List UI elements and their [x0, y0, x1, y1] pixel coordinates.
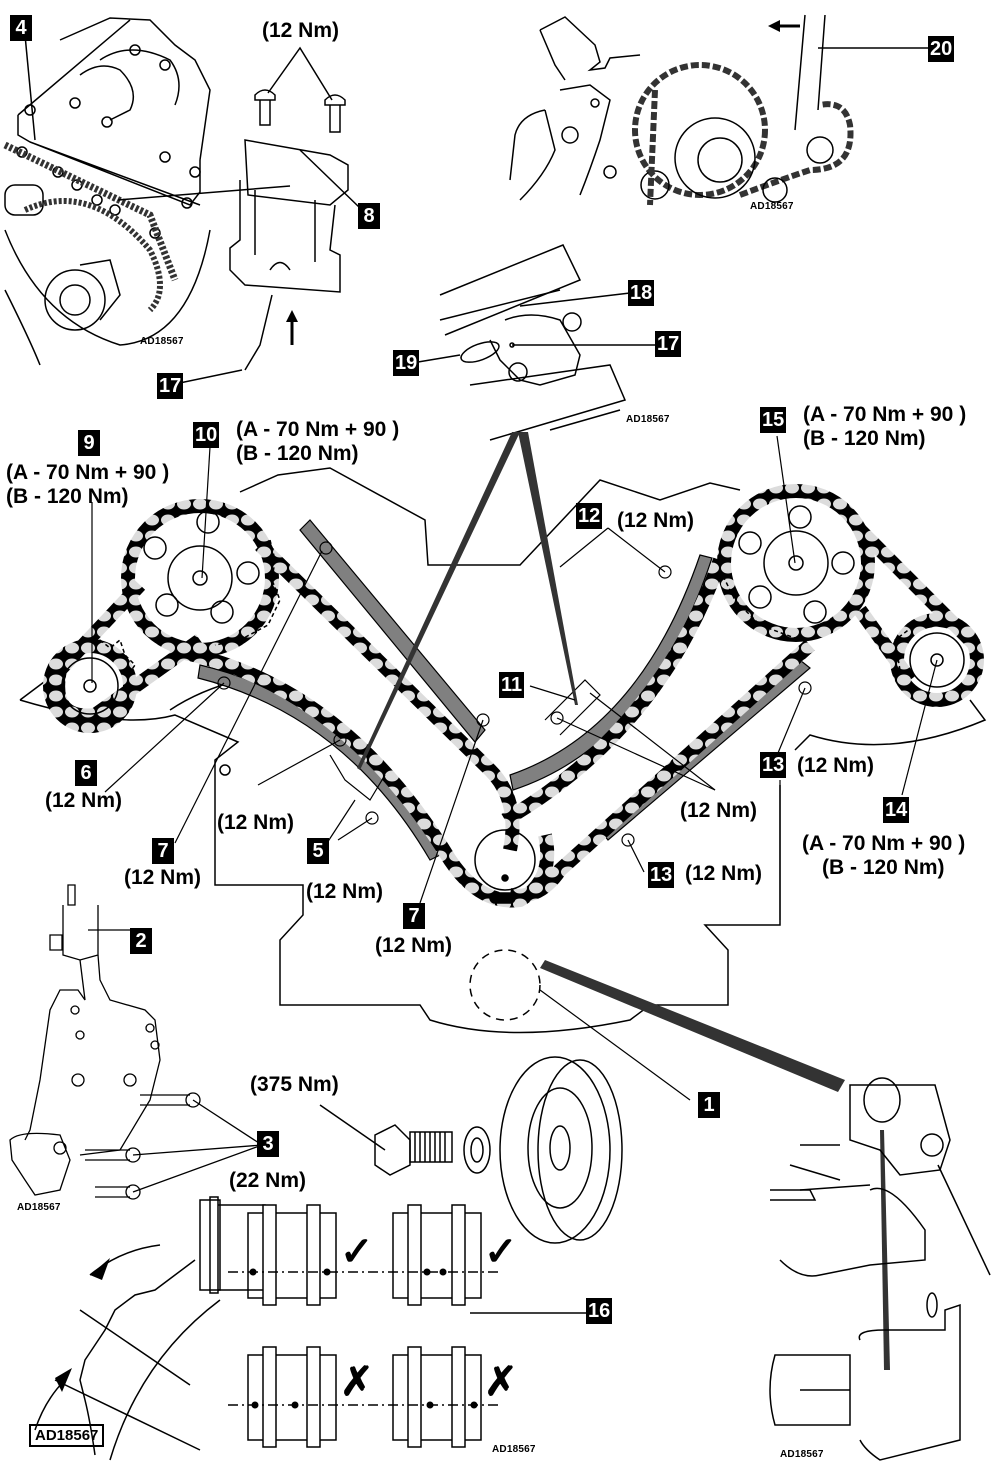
cross-icon: ✗ — [484, 1360, 518, 1404]
reference-code: AD18567 — [780, 1449, 824, 1460]
callout-6: 6 — [75, 760, 97, 786]
callout-17-pin: 17 — [655, 331, 682, 357]
callout-7-center: 7 — [403, 903, 425, 929]
torque-14-b: (B - 120 Nm) — [822, 856, 945, 879]
rotation-arrow-icon — [55, 1258, 110, 1392]
reference-code: AD18567 — [626, 414, 670, 425]
callout-14: 14 — [883, 797, 910, 823]
callout-18: 18 — [628, 280, 655, 306]
torque-9-b: (B - 120 Nm) — [6, 485, 129, 508]
torque-3: (22 Nm) — [229, 1169, 307, 1192]
torque-13-right: (12 Nm) — [797, 754, 875, 777]
up-arrow-icon — [286, 310, 298, 345]
left-arrow-icon — [768, 20, 800, 32]
torque-15-a: (A - 70 Nm + 90 ) — [803, 403, 967, 426]
callout-11: 11 — [499, 672, 525, 698]
callout-13-right: 13 — [760, 752, 787, 778]
torque-10-a: (A - 70 Nm + 90 ) — [236, 418, 400, 441]
callout-3: 3 — [257, 1131, 279, 1157]
callout-2: 2 — [130, 928, 152, 954]
figure-reference-box: AD18567 — [29, 1424, 105, 1447]
torque-crank-bolt: (375 Nm) — [250, 1073, 339, 1096]
reference-code: AD18567 — [492, 1444, 536, 1455]
torque-6: (12 Nm) — [45, 789, 123, 812]
sprockets — [61, 505, 965, 904]
bolt-heads — [217, 541, 812, 847]
cross-icon: ✗ — [340, 1360, 374, 1404]
checkmark-icon: ✓ — [340, 1230, 374, 1274]
torque-5-lower: (12 Nm) — [306, 880, 384, 903]
reference-code: AD18567 — [750, 201, 794, 212]
callout-19: 19 — [393, 350, 420, 376]
inset-tensioner-pin — [417, 244, 655, 441]
torque-10-b: (B - 120 Nm) — [236, 442, 359, 465]
torque-13-lower: (12 Nm) — [685, 862, 763, 885]
timing-chains — [43, 484, 984, 908]
cam-sensor-detail — [769, 1077, 991, 1461]
alignment-dots — [249, 1268, 478, 1409]
callout-9: 9 — [78, 430, 100, 456]
reference-code: AD18567 — [140, 336, 184, 347]
callout-20: 20 — [928, 36, 955, 62]
torque-9-a: (A - 70 Nm + 90 ) — [6, 461, 170, 484]
detail-pointers — [357, 432, 890, 1370]
inset-camshaft-locking — [509, 14, 854, 206]
callout-7-left: 7 — [152, 838, 174, 864]
torque-11: (12 Nm) — [680, 799, 758, 822]
torque-7-left: (12 Nm) — [124, 866, 202, 889]
callout-4: 4 — [10, 15, 32, 41]
callout-1: 1 — [698, 1092, 720, 1118]
torque-5-upper: (12 Nm) — [217, 811, 295, 834]
callout-5: 5 — [307, 838, 329, 864]
callout-12: 12 — [576, 503, 603, 529]
callout-8: 8 — [358, 203, 380, 229]
callout-16: 16 — [586, 1298, 613, 1324]
leader-lines — [91, 435, 938, 1101]
crankshaft-pulley-detail — [319, 1056, 623, 1244]
torque-7-center: (12 Nm) — [375, 934, 453, 957]
torque-12: (12 Nm) — [617, 509, 695, 532]
callout-17-tensioner: 17 — [157, 373, 184, 399]
callout-10: 10 — [193, 422, 220, 448]
vvt-unit-detail — [9, 884, 263, 1200]
callout-13-lower: 13 — [648, 862, 675, 888]
alignment-diagrams — [34, 1196, 595, 1461]
torque-14-a: (A - 70 Nm + 90 ) — [802, 832, 966, 855]
callout-15: 15 — [760, 407, 787, 433]
torque-15-b: (B - 120 Nm) — [803, 427, 926, 450]
reference-code: AD18567 — [17, 1202, 61, 1213]
inset-tensioner-removal — [3, 17, 349, 371]
torque-8-bolts: (12 Nm) — [262, 19, 340, 42]
checkmark-icon: ✓ — [484, 1230, 518, 1274]
